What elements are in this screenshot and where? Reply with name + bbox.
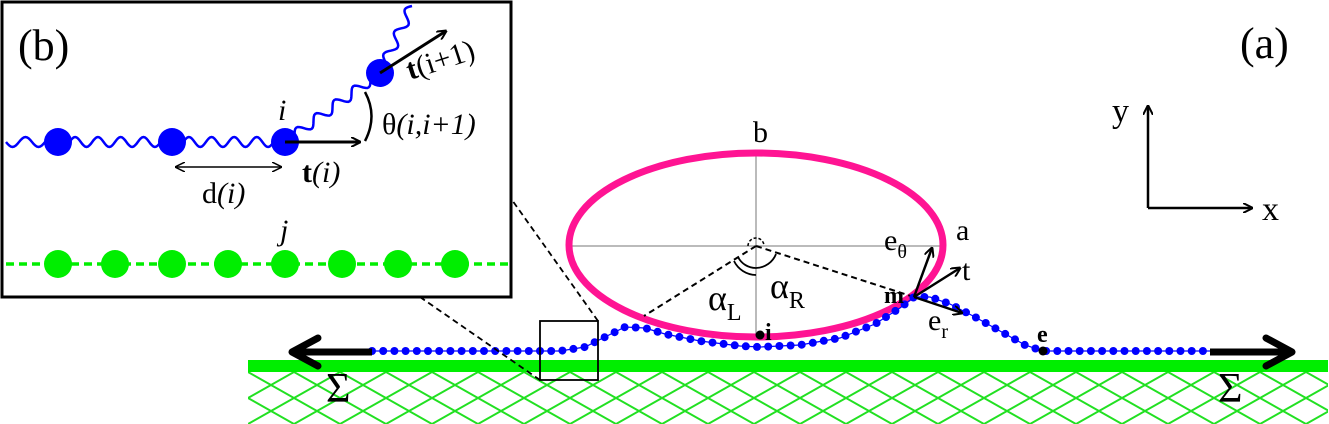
panel-b-inset: (b) i t(i) t(i+1) θ(i,i+1) d(i) xyxy=(0,0,513,299)
local-frame-vectors: eθ t er xyxy=(884,224,971,343)
x-axis-label: x xyxy=(1262,191,1279,228)
tangent-i1-arrow xyxy=(379,31,446,75)
semi-minor-label: b xyxy=(753,116,768,149)
bead-i-label: i xyxy=(278,94,286,127)
bead-j-label: j xyxy=(276,214,288,247)
zoom-region-box xyxy=(419,199,599,381)
alpha-right-label: αR xyxy=(770,266,805,314)
substrate xyxy=(248,360,1328,424)
contact-angles: αL αR xyxy=(643,237,915,326)
green-beads xyxy=(44,250,469,278)
point-i-label: i xyxy=(765,320,772,346)
tension-right-arrow: Σ xyxy=(1210,334,1296,412)
panel-a-label: (a) xyxy=(1240,19,1289,68)
y-axis-label: y xyxy=(1112,93,1129,130)
tension-left-arrow: Σ xyxy=(288,334,372,412)
t-vector-label: t xyxy=(962,254,971,287)
distance-label: d(i) xyxy=(202,177,245,210)
semi-major-label: a xyxy=(956,214,969,247)
point-e-label: e xyxy=(1037,322,1048,348)
theta-arc xyxy=(363,91,373,142)
panel-b-label: (b) xyxy=(18,21,69,70)
marked-points: i e m xyxy=(755,283,1048,356)
panel-a: (a) y x b a αL xyxy=(248,19,1328,424)
tension-right-label: Σ xyxy=(1218,366,1242,412)
e-theta-label: eθ xyxy=(884,224,907,263)
e-r-label: er xyxy=(928,304,948,343)
point-m-label: m xyxy=(884,283,904,309)
alpha-left-label: αL xyxy=(708,278,742,326)
tension-left-label: Σ xyxy=(326,366,350,412)
theta-label: θ(i,i+1) xyxy=(382,108,476,141)
tangent-i-label: t(i) xyxy=(302,156,340,189)
axes-icon: y x xyxy=(1112,93,1279,228)
